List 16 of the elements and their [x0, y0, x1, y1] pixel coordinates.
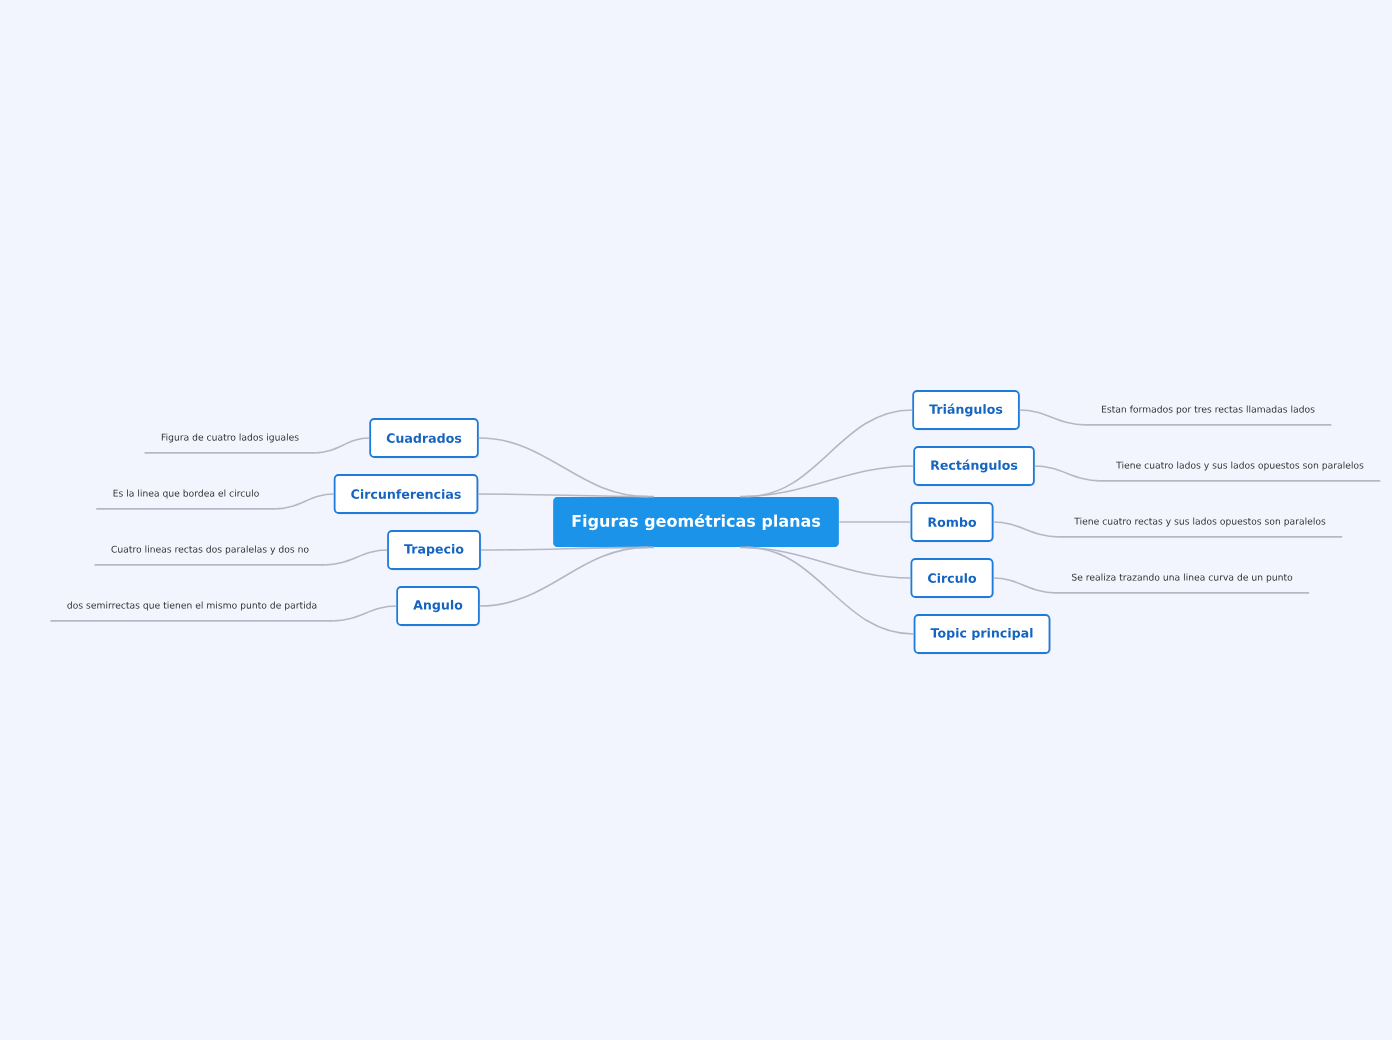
- connector-line: [1018, 409, 1086, 426]
- connector-line: [314, 437, 371, 454]
- connector-line: [992, 521, 1059, 538]
- connector-line: [838, 521, 912, 523]
- connector-line: [1033, 465, 1101, 482]
- connector-line: [477, 493, 655, 498]
- connector-line: [745, 546, 915, 635]
- connector-line: [739, 465, 915, 498]
- connector-line: [332, 605, 398, 622]
- connector-line: [480, 546, 655, 551]
- connector-line: [739, 546, 912, 579]
- connector-line: [478, 546, 649, 607]
- connector-line: [992, 577, 1056, 594]
- central-topic-box: Figuras geométricas planas: [553, 497, 839, 547]
- connector-line: [324, 549, 388, 566]
- connector-line: [274, 493, 335, 510]
